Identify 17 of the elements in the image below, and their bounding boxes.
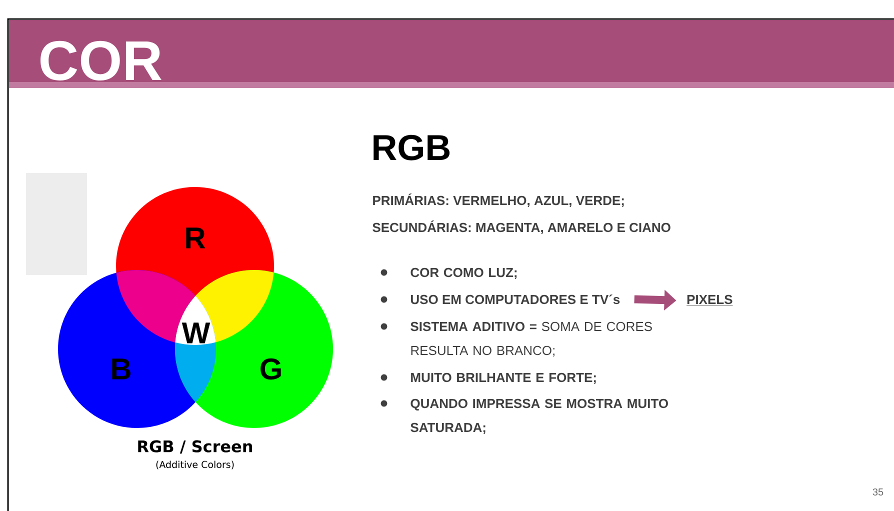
image-caption: RGB / Screen — [138, 440, 252, 454]
bullet-text: COR COMO LUZ; — [410, 268, 517, 279]
image-subcaption: (Additive Colors) — [156, 460, 234, 470]
circle-letter: G — [260, 358, 281, 380]
circle-letter: R — [186, 228, 206, 248]
page-number: 35 — [872, 488, 884, 496]
circle-letter: B — [112, 358, 130, 380]
bullet-text: MUITO BRILHANTE E FORTE; — [411, 372, 596, 384]
bullet-text: SISTEMA ADITIVO = SOMA DE CORES RESULTA NO BRANCO; — [410, 322, 652, 357]
section-heading: RGB — [374, 134, 450, 160]
bullet-text: USO EM COMPUTADORES E TV´s — [411, 294, 620, 304]
circle-letter: W — [182, 322, 210, 344]
link-text: PIXELS — [686, 294, 733, 306]
bullet-text: QUANDO IMPRESSA SE MOSTRA MUITO SATURADA; — [410, 398, 668, 434]
body-text: SECUNDÁRIAS: MAGENTA, AMARELO E CIANO — [372, 220, 670, 234]
body-text: PRIMÁRIAS: VERMELHO, AZUL, VERDE; — [373, 193, 624, 207]
diagram-title: COR — [40, 40, 162, 81]
